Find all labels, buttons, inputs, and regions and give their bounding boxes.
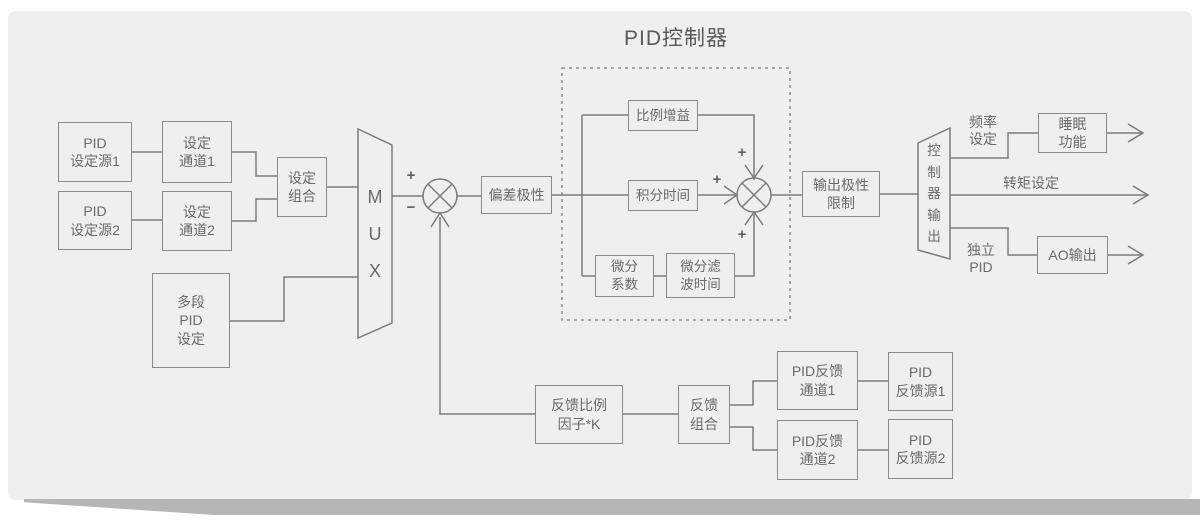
controller-output-label: 控 制 器 输 出 <box>927 143 941 245</box>
summing-junction-1 <box>422 178 458 228</box>
torque-setting-label: 转矩设定 <box>1003 175 1059 192</box>
box-pid-feedback-channel-2: PID反馈 通道2 <box>777 420 858 480</box>
mux-shape <box>357 127 393 340</box>
mux-label: M U X <box>367 186 383 281</box>
box-pid-set-source-2: PID 设定源2 <box>58 191 132 250</box>
junction1-minus-sign: − <box>406 198 416 216</box>
box-ao-output: AO输出 <box>1037 236 1108 274</box>
arrow-torque-output <box>1132 185 1150 205</box>
box-feedback-combine: 反馈 组合 <box>678 385 730 444</box>
controller-output-shape <box>917 126 951 260</box>
box-pid-feedback-source-1: PID 反馈源1 <box>888 352 953 411</box>
arrow-sleep-output <box>1127 123 1145 143</box>
output-arrowheads <box>1127 123 1150 265</box>
diagram-title: PID控制器 <box>623 26 728 50</box>
box-deviation-polarity: 偏差极性 <box>481 176 552 214</box>
frequency-setting-label: 频率 设定 <box>969 113 997 148</box>
junction2-plus-bottom-sign: + <box>737 225 747 243</box>
box-set-combine: 设定 组合 <box>277 157 327 217</box>
box-set-channel-1: 设定 通道1 <box>162 121 232 183</box>
box-output-polarity-limit: 输出极性 限制 <box>802 171 880 217</box>
summing-junction-2 <box>723 164 772 226</box>
pid-controller-dashed-box <box>561 67 791 321</box>
box-derivative-coefficient: 微分 系数 <box>595 255 654 297</box>
box-pid-feedback-source-2: PID 反馈源2 <box>888 419 953 479</box>
junction2-plus-left-sign: + <box>712 170 722 188</box>
box-derivative-filter-time: 微分滤 波时间 <box>666 253 735 298</box>
wire-set-sources <box>132 114 1147 451</box>
box-sleep-function: 睡眠 功能 <box>1038 113 1107 153</box>
box-integral-time: 积分时间 <box>628 180 698 211</box>
junction2-plus-top-sign: + <box>737 143 747 161</box>
box-pid-feedback-channel-1: PID反馈 通道1 <box>777 351 858 410</box>
box-feedback-factor: 反馈比例 因子*K <box>535 385 623 444</box>
box-set-channel-2: 设定 通道2 <box>162 191 232 251</box>
box-pid-set-source-1: PID 设定源1 <box>58 122 132 182</box>
card-shadow <box>24 499 1200 515</box>
junction1-plus-sign: + <box>406 166 416 184</box>
box-proportional-gain: 比例增益 <box>628 100 698 131</box>
independent-pid-label: 独立 PID <box>967 241 995 276</box>
box-multi-pid-set: 多段 PID 设定 <box>152 273 230 368</box>
arrow-ao-output <box>1127 245 1145 265</box>
